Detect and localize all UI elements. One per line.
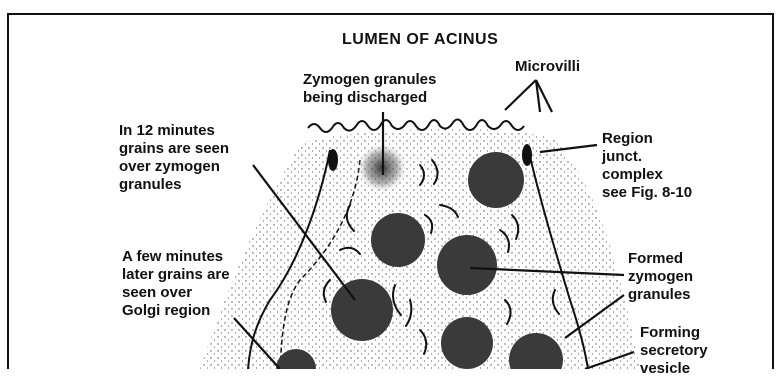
zymogen-granule (437, 235, 497, 295)
label-region-junct-complex: Region junct. complex see Fig. 8-10 (602, 130, 692, 202)
label-formed-zymogen: Formed zymogen granules (628, 250, 693, 304)
zymogen-granule (331, 279, 393, 341)
label-few-minutes: A few minutes later grains are seen over… (122, 248, 230, 320)
label-twelve-minutes: In 12 minutes grains are seen over zymog… (119, 122, 229, 194)
zymogen-granule (371, 213, 425, 267)
label-microvilli: Microvilli (515, 58, 580, 76)
label-forming-secretory: Forming secretory vesicle (640, 324, 708, 378)
label-zymogen-discharged: Zymogen granules being discharged (303, 71, 436, 107)
junctional-complex-right (522, 144, 532, 166)
diagram-title: LUMEN OF ACINUS (342, 31, 498, 49)
zymogen-granule (468, 152, 524, 208)
zymogen-granule (441, 317, 493, 369)
acinus-diagram-figure: LUMEN OF ACINUS Zymogen granules being d… (0, 0, 782, 369)
junctional-complex-left (328, 149, 338, 171)
